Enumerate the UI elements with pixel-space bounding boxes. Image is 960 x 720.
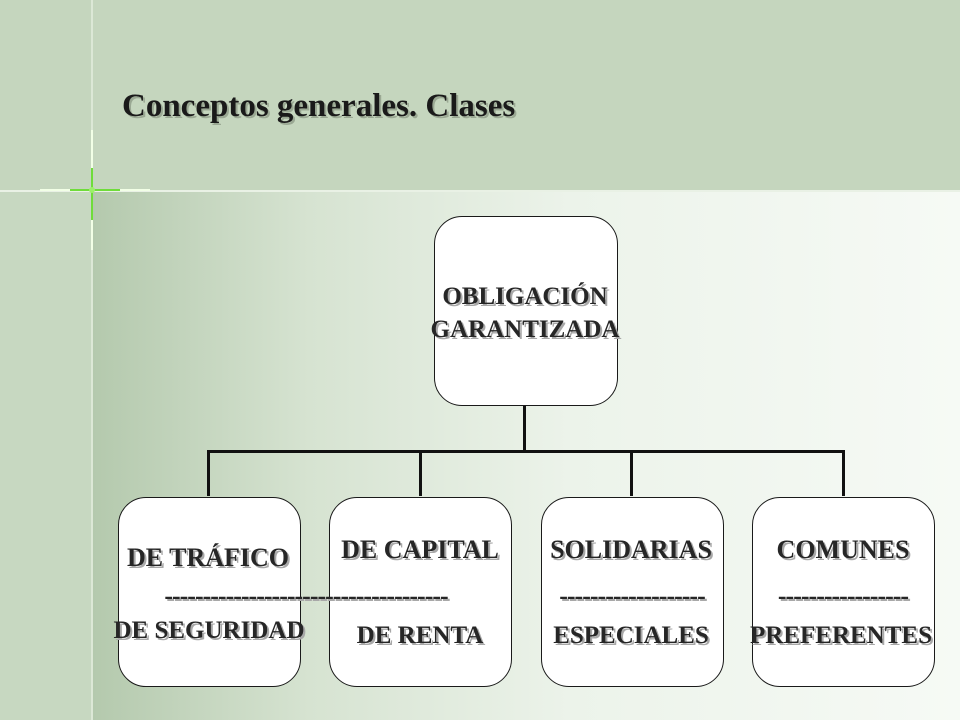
child-seguridad-label: DE SEGURIDAD [113,617,305,644]
root-node-label-line1: OBLIGACIÓN [442,283,608,310]
sparkle-icon [40,130,150,250]
child-capital-label: DE CAPITAL [341,535,499,564]
child-preferentes-label: PREFERENTES [750,622,932,649]
vertical-divider [91,0,93,720]
child-renta-label: DE RENTA [356,622,484,649]
branch-drop-line-4 [842,450,845,496]
left-background-band [0,190,92,720]
child-solidarias-separator: ------------------- [559,581,706,610]
child-trafico-label: DE TRÁFICO [126,543,290,572]
branch-bar-line [207,450,845,453]
branch-drop-line-2 [419,450,422,496]
branch-drop-line-1 [207,450,210,496]
child-solidarias-label: SOLIDARIAS [550,535,712,564]
horizontal-divider [0,190,960,192]
branch-drop-line-3 [630,450,633,496]
child-node-box-trafico [118,497,301,687]
child-trafico-separator: ------------------------------------- [164,581,448,610]
child-especiales-label: ESPECIALES [553,622,709,649]
child-comunes-label: COMUNES [776,535,910,564]
child-node-box-capital [329,497,512,687]
root-node-label-line2: GARANTIZADA [430,316,620,343]
page-title: Conceptos generales. Clases [122,88,516,124]
child-node-box-solidarias [541,497,724,687]
root-node-box [434,216,618,406]
child-comunes-separator: ----------------- [777,581,909,610]
root-connector-line [523,404,526,452]
child-node-box-comunes [752,497,935,687]
